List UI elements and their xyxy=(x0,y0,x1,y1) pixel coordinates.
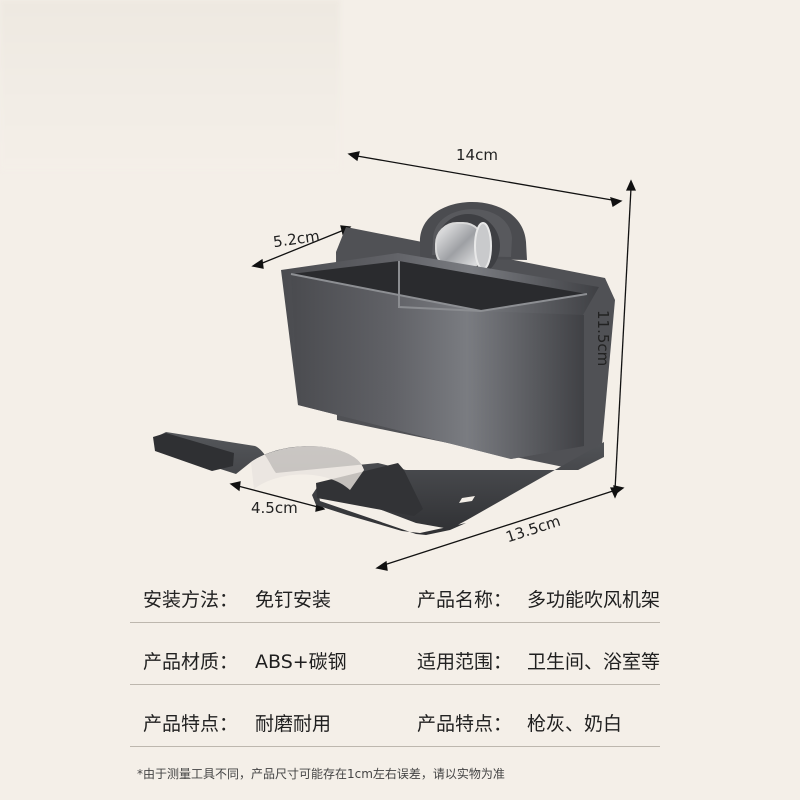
spec-value: ABS+碳钢 xyxy=(255,651,347,673)
measurement-note: *由于测量工具不同，产品尺寸可能存在1cm左右误差，请以实物为准 xyxy=(137,767,505,781)
dimension-right: 11.5cm xyxy=(594,310,612,367)
spec-label: 产品材质： xyxy=(143,651,239,673)
divider xyxy=(130,746,660,747)
dimension-opening: 4.5cm xyxy=(251,499,298,517)
dimension-top: 14cm xyxy=(456,146,498,164)
spec-row: 产品特点： 耐磨耐用 产品特点： 枪灰、奶白 xyxy=(0,697,800,747)
spec-label: 安装方法： xyxy=(143,589,239,611)
divider xyxy=(130,684,660,685)
divider xyxy=(130,622,660,623)
spec-table: 安装方法： 免钉安装 产品名称： 多功能吹风机架 产品材质： ABS+碳钢 适用… xyxy=(0,568,800,778)
spec-row: 产品材质： ABS+碳钢 适用范围： 卫生间、浴室等 xyxy=(0,635,800,685)
background-blur xyxy=(0,0,340,170)
spec-row: 安装方法： 免钉安装 产品名称： 多功能吹风机架 xyxy=(0,573,800,623)
spec-label: 适用范围： xyxy=(417,651,513,673)
spec-value: 耐磨耐用 xyxy=(255,713,332,735)
spec-value: 免钉安装 xyxy=(255,589,332,611)
spec-value: 多功能吹风机架 xyxy=(527,589,661,611)
spec-label: 产品特点： xyxy=(143,713,239,735)
spec-label: 产品特点： xyxy=(417,713,513,735)
spec-label: 产品名称： xyxy=(417,589,513,611)
spec-value: 卫生间、浴室等 xyxy=(527,651,661,673)
spec-value: 枪灰、奶白 xyxy=(527,713,623,735)
rack-body xyxy=(153,201,615,535)
